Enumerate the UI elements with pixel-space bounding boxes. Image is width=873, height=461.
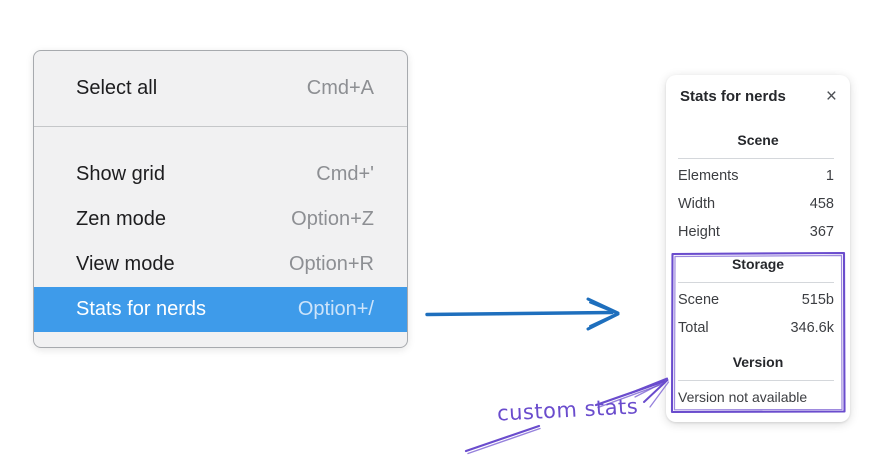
- menu-group: Show grid Cmd+' Zen mode Option+Z View m…: [34, 127, 407, 332]
- section-header-storage: Storage: [731, 256, 785, 272]
- menu-item-label: Select all: [76, 77, 158, 99]
- section-header-scene: Scene: [737, 132, 779, 148]
- menu-item-label: Zen mode: [76, 208, 167, 230]
- stat-row-height: Height 367: [666, 218, 850, 246]
- stat-row-width: Width 458: [666, 190, 850, 218]
- menu-item-stats-for-nerds[interactable]: Stats for nerds Option+/: [34, 287, 407, 332]
- arrow-right-icon: [425, 297, 620, 331]
- stat-value: 346.6k: [790, 320, 834, 336]
- stat-row-scene-storage: Scene 515b: [666, 286, 850, 314]
- stats-for-nerds-panel: Stats for nerds × Scene Elements 1 Width…: [666, 75, 850, 422]
- scene-rows: Elements 1 Width 458 Height 367: [666, 162, 850, 246]
- stat-label: Width: [678, 196, 716, 212]
- menu-item-label: Show grid: [76, 163, 165, 185]
- menu-item-select-all[interactable]: Select all Cmd+A: [34, 51, 407, 126]
- stat-row-total-storage: Total 346.6k: [666, 314, 850, 342]
- menu-item-show-grid[interactable]: Show grid Cmd+': [34, 152, 407, 197]
- menu-item-shortcut: Option+/: [297, 298, 374, 320]
- menu-item-shortcut: Cmd+': [316, 163, 374, 185]
- stat-value: 1: [825, 168, 834, 184]
- panel-title: Stats for nerds: [680, 88, 786, 105]
- stat-label: Scene: [678, 292, 720, 308]
- version-note: Version not available: [678, 389, 808, 405]
- menu-item-zen-mode[interactable]: Zen mode Option+Z: [34, 197, 407, 242]
- custom-stats-annotation: custom stats: [496, 394, 639, 426]
- panel-header: Stats for nerds ×: [666, 75, 850, 109]
- stat-row-elements: Elements 1: [666, 162, 850, 190]
- section-header-version: Version: [732, 354, 784, 370]
- storage-rows: Scene 515b Total 346.6k: [666, 286, 850, 342]
- section-divider: [678, 158, 834, 159]
- section-divider: [678, 282, 834, 283]
- stat-label: Height: [678, 224, 720, 240]
- section-divider: [678, 380, 834, 381]
- stat-value: 458: [809, 196, 834, 212]
- stat-label: Elements: [678, 168, 739, 184]
- stat-label: Total: [678, 320, 709, 336]
- close-icon[interactable]: ×: [823, 85, 840, 109]
- stat-value: 515b: [801, 292, 834, 308]
- menu-item-shortcut: Cmd+A: [306, 77, 374, 99]
- menu-item-view-mode[interactable]: View mode Option+R: [34, 242, 407, 287]
- menu-divider: [34, 126, 407, 127]
- menu-item-shortcut: Option+Z: [291, 208, 374, 230]
- context-menu: Select all Cmd+A Show grid Cmd+' Zen mod…: [33, 50, 408, 348]
- stat-value: 367: [809, 224, 834, 240]
- menu-item-label: Stats for nerds: [76, 298, 207, 320]
- menu-item-label: View mode: [76, 253, 175, 275]
- menu-item-shortcut: Option+R: [288, 253, 374, 275]
